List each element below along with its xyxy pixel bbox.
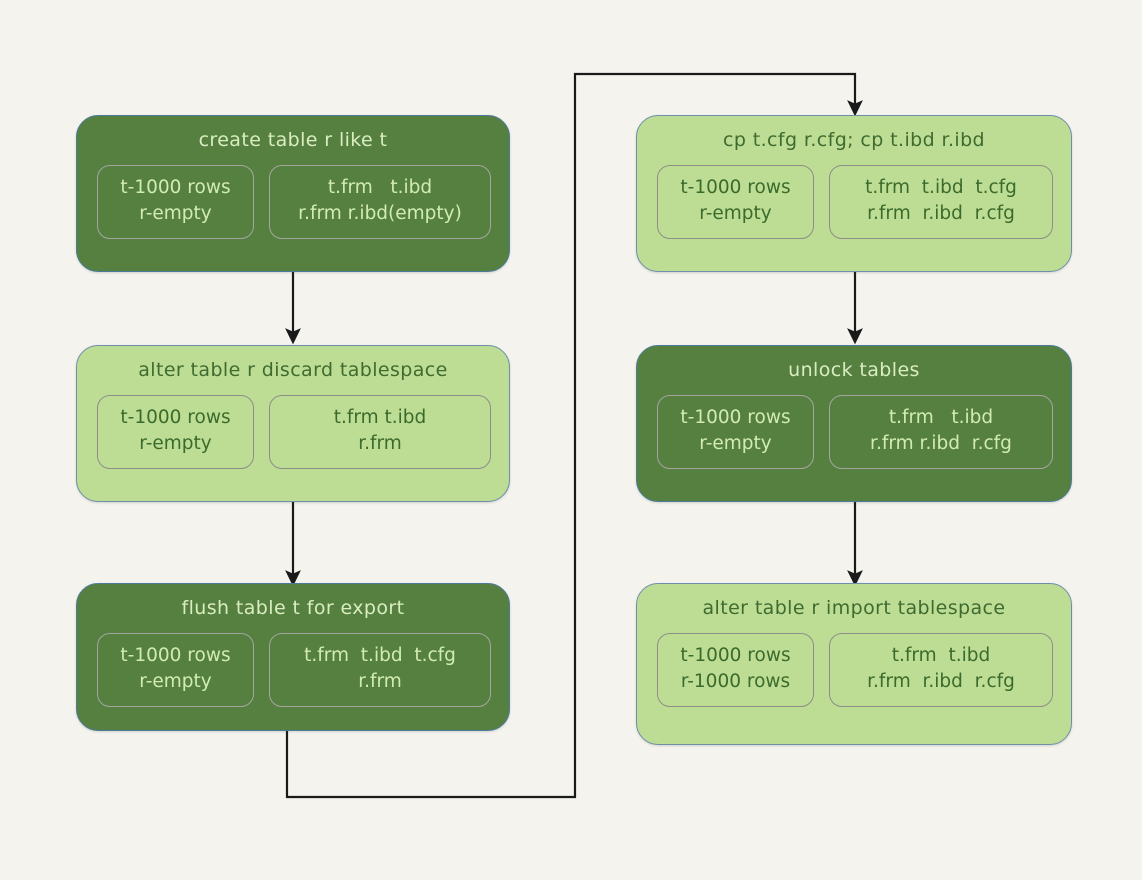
files-line-1: t.frm t.ibd bbox=[333, 406, 427, 428]
rows-line-1: t-1000 rows bbox=[680, 406, 791, 428]
slot-files-flush-for-export: t.frm t.ibd t.cfg r.frm bbox=[269, 632, 491, 708]
rows-line-2: r-empty bbox=[139, 203, 212, 225]
files-line-1: t.frm t.ibd bbox=[327, 176, 433, 198]
node-discard-tablespace[interactable]: alter table r discard tablespace t-1000 … bbox=[76, 345, 510, 502]
slot-files-import-tablespace: t.frm t.ibd r.frm r.ibd r.cfg bbox=[829, 632, 1053, 708]
rows-line-2: r-empty bbox=[139, 433, 212, 455]
slot-rows-import-tablespace: t-1000 rows r-1000 rows bbox=[657, 632, 814, 708]
node-title-import-tablespace: alter table r import tablespace bbox=[702, 597, 1006, 619]
rows-line-1: t-1000 rows bbox=[120, 644, 231, 666]
rows-line-1: t-1000 rows bbox=[120, 406, 231, 428]
rows-line-1: t-1000 rows bbox=[120, 176, 231, 198]
node-title-create-table: create table r like t bbox=[198, 129, 388, 151]
node-import-tablespace[interactable]: alter table r import tablespace t-1000 r… bbox=[636, 583, 1072, 745]
files-line-2: r.frm bbox=[358, 671, 402, 693]
node-unlock-tables[interactable]: unlock tables t-1000 rows r-empty t.frm … bbox=[636, 345, 1072, 502]
files-line-2: r.frm r.ibd(empty) bbox=[298, 203, 462, 225]
slot-files-copy-files: t.frm t.ibd t.cfg r.frm r.ibd r.cfg bbox=[829, 164, 1053, 240]
slot-rows-create-table: t-1000 rows r-empty bbox=[97, 164, 254, 240]
rows-line-1: t-1000 rows bbox=[680, 644, 791, 666]
node-slots: t-1000 rows r-empty t.frm t.ibd t.cfg r.… bbox=[637, 164, 1071, 240]
files-line-1: t.frm t.ibd bbox=[891, 644, 991, 666]
node-slots: t-1000 rows r-empty t.frm t.ibd r.frm bbox=[77, 394, 509, 470]
files-line-2: r.frm r.ibd r.cfg bbox=[870, 433, 1012, 455]
rows-line-2: r-empty bbox=[699, 433, 772, 455]
slot-rows-copy-files: t-1000 rows r-empty bbox=[657, 164, 814, 240]
node-create-table[interactable]: create table r like t t-1000 rows r-empt… bbox=[76, 115, 510, 272]
files-line-1: t.frm t.ibd t.cfg bbox=[304, 644, 456, 666]
rows-line-2: r-empty bbox=[139, 671, 212, 693]
node-flush-for-export[interactable]: flush table t for export t-1000 rows r-e… bbox=[76, 583, 510, 731]
node-title-discard-tablespace: alter table r discard tablespace bbox=[138, 359, 448, 381]
slot-rows-unlock-tables: t-1000 rows r-empty bbox=[657, 394, 814, 470]
files-line-1: t.frm t.ibd bbox=[888, 406, 994, 428]
node-title-flush-for-export: flush table t for export bbox=[181, 597, 405, 619]
node-title-unlock-tables: unlock tables bbox=[788, 359, 920, 381]
files-line-2: r.frm bbox=[358, 433, 402, 455]
rows-line-2: r-1000 rows bbox=[680, 671, 791, 693]
node-slots: t-1000 rows r-1000 rows t.frm t.ibd r.fr… bbox=[637, 632, 1071, 708]
node-copy-files[interactable]: cp t.cfg r.cfg; cp t.ibd r.ibd t-1000 ro… bbox=[636, 115, 1072, 272]
node-slots: t-1000 rows r-empty t.frm t.ibd r.frm r.… bbox=[77, 164, 509, 240]
files-line-1: t.frm t.ibd t.cfg bbox=[865, 176, 1017, 198]
slot-rows-discard-tablespace: t-1000 rows r-empty bbox=[97, 394, 254, 470]
files-line-2: r.frm r.ibd r.cfg bbox=[867, 671, 1015, 693]
rows-line-1: t-1000 rows bbox=[680, 176, 791, 198]
node-slots: t-1000 rows r-empty t.frm t.ibd t.cfg r.… bbox=[77, 632, 509, 708]
node-title-copy-files: cp t.cfg r.cfg; cp t.ibd r.ibd bbox=[723, 129, 985, 151]
files-line-2: r.frm r.ibd r.cfg bbox=[867, 203, 1015, 225]
slot-files-create-table: t.frm t.ibd r.frm r.ibd(empty) bbox=[269, 164, 491, 240]
slot-files-unlock-tables: t.frm t.ibd r.frm r.ibd r.cfg bbox=[829, 394, 1053, 470]
node-slots: t-1000 rows r-empty t.frm t.ibd r.frm r.… bbox=[637, 394, 1071, 470]
slot-files-discard-tablespace: t.frm t.ibd r.frm bbox=[269, 394, 491, 470]
rows-line-2: r-empty bbox=[699, 203, 772, 225]
slot-rows-flush-for-export: t-1000 rows r-empty bbox=[97, 632, 254, 708]
